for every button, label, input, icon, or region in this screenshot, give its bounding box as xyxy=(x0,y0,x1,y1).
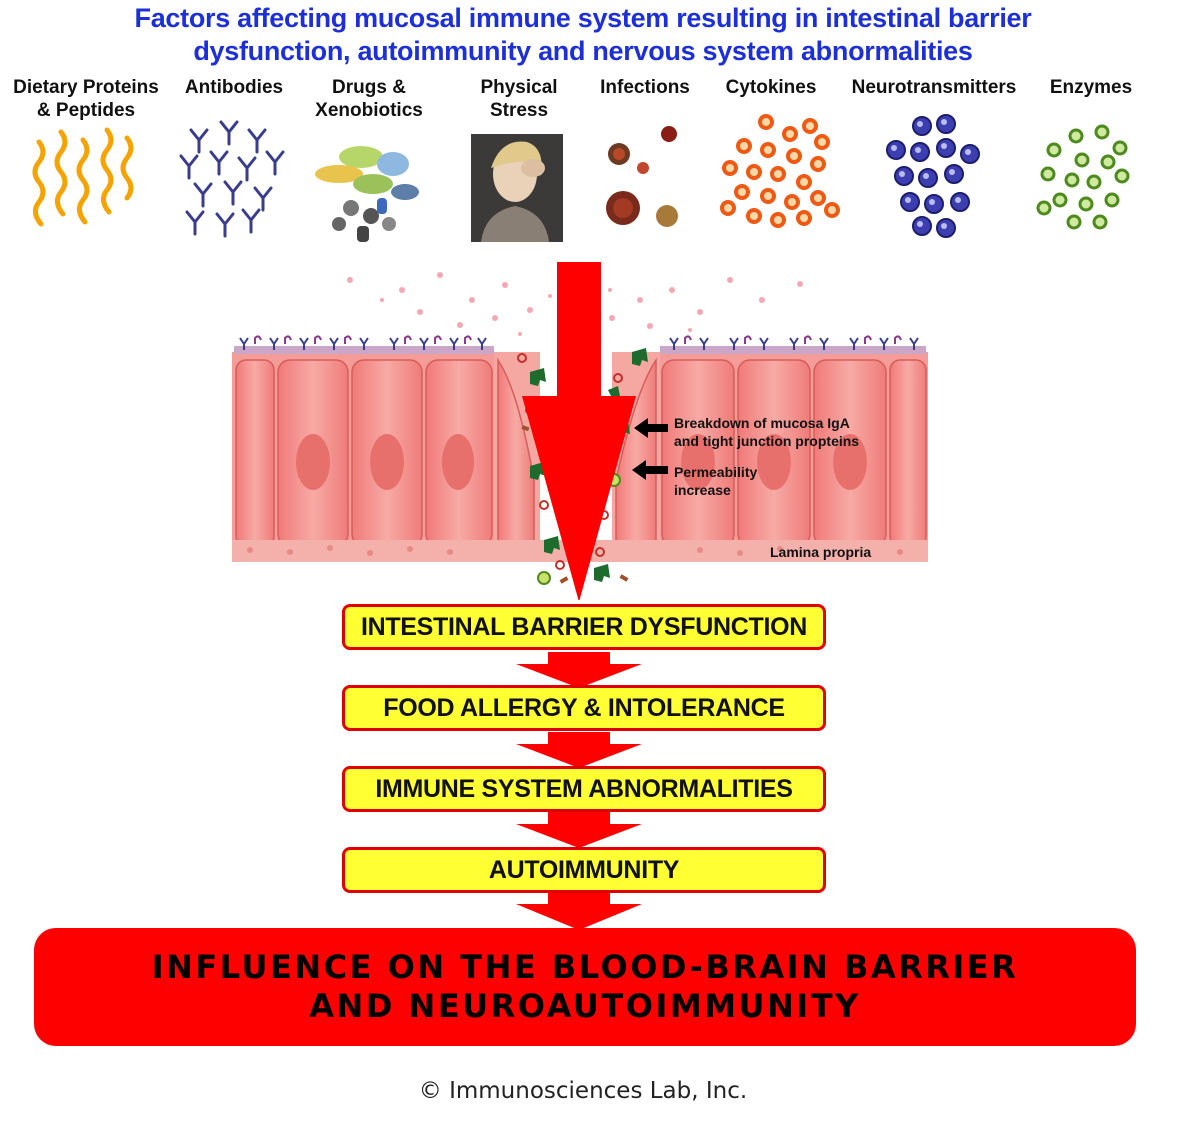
annotation-arrow-2 xyxy=(632,460,668,480)
antibody-icon xyxy=(167,112,297,252)
factor-neurotransmitters-label: Neurotransmitters xyxy=(851,77,1017,98)
final-line-1: INFLUENCE ON THE BLOOD-BRAIN BARRIER xyxy=(151,948,1019,986)
diagram-title: Factors affecting mucosal immune system … xyxy=(0,2,1166,68)
copyright-notice: © Immunosciences Lab, Inc. xyxy=(418,1078,748,1104)
lamina-propria-label: Lamina propria xyxy=(770,544,872,560)
factor-drugs-label: Drugs &Xenobiotics xyxy=(315,77,423,121)
neurotransmitter-dots-icon xyxy=(866,112,996,252)
flow-box-food-allergy: FOOD ALLERGY & INTOLERANCE xyxy=(342,685,826,731)
factor-dietary-proteins-label: Dietary Proteins& Peptides xyxy=(13,77,159,121)
flow-box-autoimmunity: AUTOIMMUNITY xyxy=(342,847,826,893)
microbe-icon xyxy=(579,112,709,252)
annotation-permeability: Permeability increase xyxy=(674,464,758,498)
annotation-arrow-1 xyxy=(634,418,668,438)
factor-cytokines-label: Cytokines xyxy=(725,77,817,98)
flow-arrow-4 xyxy=(516,892,642,930)
mucosa-illustration xyxy=(232,262,928,600)
pills-icon xyxy=(301,112,431,252)
factor-enzymes-label: Enzymes xyxy=(1049,77,1133,98)
factor-infections-label: Infections xyxy=(600,77,690,98)
factor-antibodies-label: Antibodies xyxy=(184,77,284,98)
cytokine-dots-icon xyxy=(714,112,844,252)
flow-box-intestinal-barrier: INTESTINAL BARRIER DYSFUNCTION xyxy=(342,604,826,650)
title-line-2: dysfunction, autoimmunity and nervous sy… xyxy=(193,36,973,66)
peptide-chain-icon xyxy=(19,112,149,252)
final-line-2: AND NEUROAUTOIMMUNITY xyxy=(309,987,861,1025)
flow-arrow-2 xyxy=(516,732,642,768)
flow-arrow-1 xyxy=(516,652,642,688)
flow-arrow-3 xyxy=(516,812,642,848)
main-down-arrow xyxy=(522,262,636,600)
flow-box-immune-abnormalities: IMMUNE SYSTEM ABNORMALITIES xyxy=(342,766,826,812)
stressed-person-photo xyxy=(451,112,581,252)
enzyme-dots-icon xyxy=(1024,112,1154,252)
annotation-breakdown: Breakdown of mucosa IgA and tight juncti… xyxy=(674,415,860,449)
final-outcome-box: INFLUENCE ON THE BLOOD-BRAIN BARRIER AND… xyxy=(34,928,1136,1046)
title-line-1: Factors affecting mucosal immune system … xyxy=(134,3,1032,33)
